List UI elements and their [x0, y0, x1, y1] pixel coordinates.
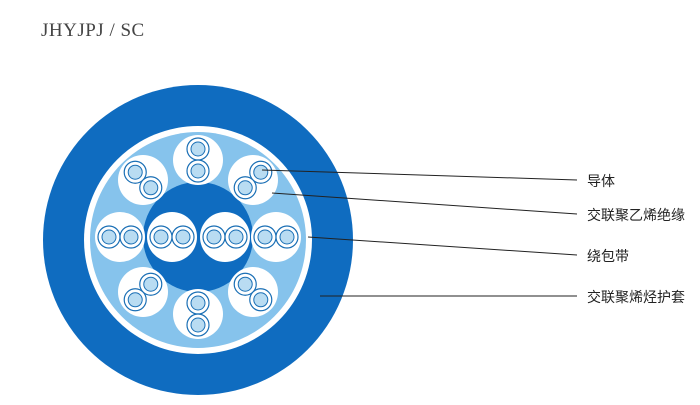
insulated-conductor	[186, 159, 210, 183]
center-pair	[147, 212, 197, 262]
insulated-conductor	[202, 225, 226, 249]
insulated-conductor	[233, 176, 257, 200]
insulated-conductor	[119, 225, 143, 249]
insulated-conductor	[97, 225, 121, 249]
insulated-conductor	[249, 160, 273, 184]
leader-line-conductor	[261, 169, 578, 181]
leader-line-insulation	[271, 192, 578, 215]
label-xlpe-insulation: 交联聚乙烯绝缘	[587, 208, 685, 224]
outer-pair	[118, 267, 168, 317]
insulated-conductor	[275, 225, 299, 249]
leader-line-tape	[307, 236, 578, 256]
cable-model-title: JHYJPJ / SC	[41, 20, 145, 41]
leader-lines	[261, 169, 578, 297]
outer-pair	[173, 289, 223, 339]
center-core	[143, 182, 253, 292]
outer-pair	[228, 267, 278, 317]
insulated-conductor	[139, 176, 163, 200]
label-xlpo-jacket: 交联聚烯烃护套	[587, 290, 685, 306]
outer-pair	[95, 212, 145, 262]
insulated-conductor	[253, 225, 277, 249]
outer-pair	[228, 155, 278, 205]
label-conductor: 导体	[587, 174, 615, 190]
insulated-conductor	[139, 272, 163, 296]
label-wrapping-tape: 绕包带	[587, 249, 629, 265]
insulated-conductor	[224, 225, 248, 249]
outer-pair	[173, 135, 223, 185]
pairs-group	[95, 135, 301, 339]
center-pair	[200, 212, 250, 262]
outer-pair	[118, 155, 168, 205]
insulated-conductor	[149, 225, 173, 249]
insulated-conductor	[123, 288, 147, 312]
insulated-conductor	[186, 291, 210, 315]
insulated-conductor	[171, 225, 195, 249]
insulated-conductor	[186, 137, 210, 161]
insulated-conductor	[233, 272, 257, 296]
insulated-conductor	[123, 160, 147, 184]
insulated-conductor	[249, 288, 273, 312]
insulated-conductor	[186, 313, 210, 337]
outer-pair	[251, 212, 301, 262]
